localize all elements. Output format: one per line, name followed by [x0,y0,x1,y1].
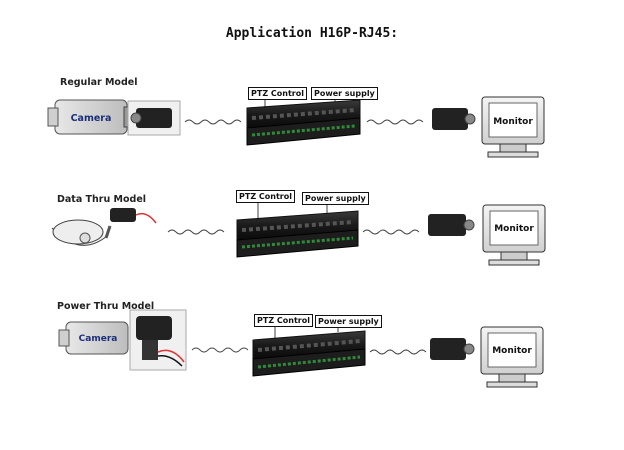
monitor-label: Monitor [493,117,533,127]
ptz-control-tag: PTZ Control [254,314,313,327]
twisted-pair-cable-left [184,119,242,125]
power-supply-tag: Power supply [311,87,378,100]
diagram-title: Application H16P-RJ45: [225,26,399,41]
row-label-data-thru: Data Thru Model [57,194,147,205]
monitor-icon: Monitor [482,204,546,266]
twisted-pair-cable-left [191,347,249,353]
camera-label: Camera [71,113,112,124]
power-balun-icon [129,309,187,371]
twisted-pair-cable-right [369,349,427,355]
data-balun-icon [104,208,157,239]
monitor-icon: Monitor [480,326,544,388]
camera-label: Camera [79,334,118,344]
row-label-power-thru: Power Thru Model [57,301,155,312]
monitor-label: Monitor [492,346,532,356]
row-label-regular: Regular Model [60,77,138,88]
dome-camera-icon [51,219,108,246]
twisted-pair-cable-left [167,229,225,235]
hub-rack-icon [246,99,361,146]
camera-icon: Camera [47,99,131,135]
ptz-control-tag: PTZ Control [248,87,307,100]
power-supply-tag: Power supply [302,192,369,205]
monitor-icon: Monitor [481,96,545,158]
receiver-balun-icon [428,214,475,236]
monitor-label: Monitor [494,224,534,234]
hub-rack-icon [252,330,366,377]
twisted-pair-cable-right [366,119,424,125]
hub-rack-icon [236,210,359,258]
row-data-thru: Monitor [51,204,546,266]
row-regular: Camera [47,96,545,158]
receiver-balun-icon [430,338,475,360]
ptz-control-tag: PTZ Control [236,190,295,203]
receiver-balun-icon [432,108,476,130]
power-supply-tag: Power supply [315,315,382,328]
twisted-pair-cable-right [362,229,420,235]
row-power-thru: Camera [58,309,544,388]
video-balun-icon [127,100,181,136]
camera-icon: Camera [58,321,129,355]
